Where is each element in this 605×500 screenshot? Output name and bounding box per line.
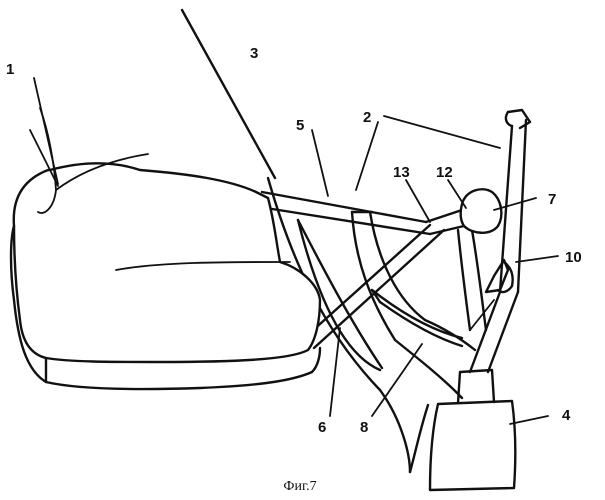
label-10: 10 xyxy=(565,249,582,266)
part-10-lever xyxy=(470,110,530,372)
part-4-base xyxy=(430,370,515,490)
figure-caption: Фиг.7 xyxy=(283,479,316,494)
label-13: 13 xyxy=(393,164,410,181)
label-5: 5 xyxy=(296,117,304,134)
label-2: 2 xyxy=(363,109,371,126)
label-4: 4 xyxy=(562,407,571,424)
label-7: 7 xyxy=(548,191,556,208)
label-12: 12 xyxy=(436,164,453,181)
label-3: 3 xyxy=(250,45,258,62)
part-1-seat xyxy=(11,108,320,389)
label-1: 1 xyxy=(6,61,14,78)
part-7-hub xyxy=(461,189,502,232)
label-8: 8 xyxy=(360,419,368,436)
label-6: 6 xyxy=(318,419,326,436)
